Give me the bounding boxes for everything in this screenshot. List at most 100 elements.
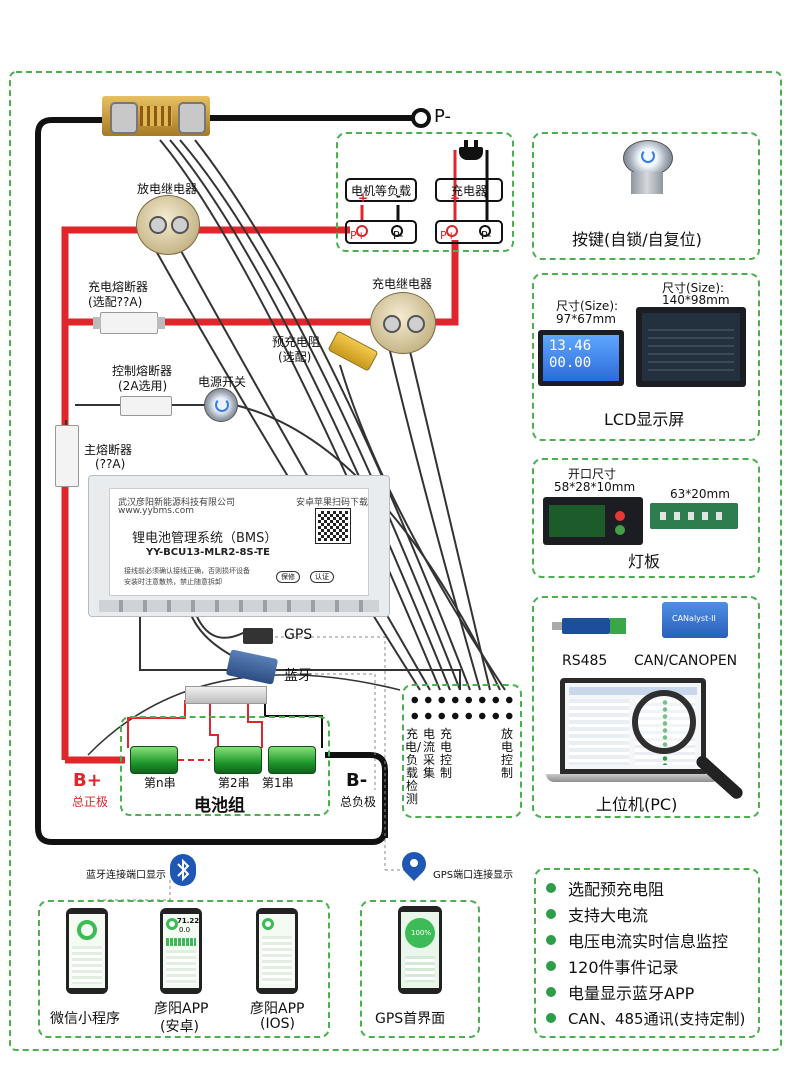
features-list: 选配预充电阻 支持大电流 电压电流实时信息监控 120件事件记录 电量显示蓝牙A… xyxy=(546,875,758,1031)
light-board-pcb xyxy=(650,503,738,529)
battery-pack-group xyxy=(120,716,330,816)
feature-item: 电压电流实时信息监控 xyxy=(546,927,758,953)
bms-warning-1: 接线前必须确认接线正确，否则损坏设备 xyxy=(124,567,250,575)
b-plus-label: B+ xyxy=(73,770,102,791)
feature-dot-icon xyxy=(546,883,556,893)
bms-model: YY-BCU13-MLR2-8S-TE xyxy=(146,547,270,558)
android-value-2: 0.0 xyxy=(179,926,191,934)
motor-load-title: 电机等负载 xyxy=(350,184,411,198)
shunt-bolt-left xyxy=(110,102,138,134)
label-charge-load-detect: 充电/负载检测 xyxy=(405,727,422,806)
charge-fuse-label-2: (选配??A) xyxy=(88,295,143,309)
can-device-text: CANalyst-II xyxy=(672,614,716,623)
bluetooth-icon xyxy=(170,854,196,886)
cell-n-label: 第n串 xyxy=(144,776,176,790)
current-shunt xyxy=(102,96,210,136)
feature-item: 120件事件记录 xyxy=(546,953,758,979)
laptop-base xyxy=(546,774,720,782)
charger-minus-sign: - xyxy=(484,189,489,203)
gps-label: GPS xyxy=(284,627,313,643)
shunt-bolt-right xyxy=(178,102,206,134)
push-button-icon xyxy=(621,140,673,196)
battery-cell-n xyxy=(130,746,178,774)
bms-label-card: 武汉彦阳新能源科技有限公司 www.yybms.com 安卓苹果扫码下载 锂电池… xyxy=(109,488,369,596)
can-device: CANalyst-II xyxy=(662,602,728,638)
pc-label: 上位机(PC) xyxy=(596,795,678,814)
lcd-small-current: 00.00 xyxy=(549,355,592,371)
charger-p-minus: P- xyxy=(481,229,492,242)
feature-item: 电量显示蓝牙APP xyxy=(546,979,758,1005)
connector-pins xyxy=(408,692,516,724)
bms-badge-2: 认证 xyxy=(310,571,334,583)
bms-scan-text: 安卓苹果扫码下载 xyxy=(296,498,369,508)
button-label: 按键(自锁/自复位) xyxy=(572,230,702,249)
control-fuse xyxy=(120,396,172,416)
lcd-small-size-1: 尺寸(Size): xyxy=(556,299,619,313)
discharge-relay xyxy=(136,195,200,255)
lcd-small-size-2: 97*67mm xyxy=(556,312,616,326)
lcd-small-voltage: 13.46 xyxy=(549,338,592,354)
motor-p-minus: P- xyxy=(393,229,404,242)
bms-connector-strip xyxy=(99,600,379,612)
shunt-bars xyxy=(140,106,172,126)
charger-p-plus: P+ xyxy=(440,229,456,242)
can-label: CAN/CANOPEN xyxy=(634,653,738,669)
light-open-size-2: 58*28*10mm xyxy=(554,480,636,494)
bms-badge-1: 保修 xyxy=(276,571,300,583)
android-label-1: 彦阳APP xyxy=(154,1001,209,1017)
light-board-label: 灯板 xyxy=(628,552,661,571)
bms-title: 锂电池管理系统（BMS） xyxy=(132,531,278,546)
charge-relay-wire xyxy=(430,240,459,326)
app-panel xyxy=(38,900,330,1038)
wechat-label: 微信小程序 xyxy=(50,1011,120,1027)
charger-title: 充电器 xyxy=(450,184,487,198)
bt-port-label: 蓝牙连接端口显示 xyxy=(86,870,166,881)
charger-plug-icon xyxy=(458,140,484,162)
feature-dot-icon xyxy=(546,961,556,971)
light-board-panel xyxy=(532,458,760,578)
rs485-label: RS485 xyxy=(562,653,608,669)
power-switch-icon[interactable] xyxy=(204,388,238,422)
charger-plus-sign: + xyxy=(450,191,461,205)
rs485-adapter xyxy=(552,614,626,638)
features-panel xyxy=(534,868,760,1038)
label-charge-control: 充电控制 xyxy=(439,727,452,780)
lcd-large-device xyxy=(636,307,746,387)
bms-unit: 武汉彦阳新能源科技有限公司 www.yybms.com 安卓苹果扫码下载 锂电池… xyxy=(88,475,390,617)
charger-terminal-box: P+ P- xyxy=(435,220,503,244)
gps-pin-icon xyxy=(397,847,431,884)
feature-dot-icon xyxy=(546,935,556,945)
control-fuse-label-1: 控制熔断器 xyxy=(112,364,173,378)
lcd-large-size-2: 140*98mm xyxy=(662,293,730,307)
connector-block xyxy=(402,684,522,818)
light-open-size-1: 开口尺寸 xyxy=(568,467,617,481)
lcd-large-size-1: 尺寸(Size): xyxy=(662,281,725,295)
label-discharge-control: 放电控制 xyxy=(500,727,513,780)
motor-terminal-box: P+ P- xyxy=(345,220,417,244)
p-minus-label: P- xyxy=(434,106,451,127)
discharge-relay-label: 放电继电器 xyxy=(137,182,198,196)
android-label-2: (安卓) xyxy=(160,1019,199,1035)
control-fuse-label-2: (2A选用) xyxy=(118,379,168,393)
bluetooth-label: 蓝牙 xyxy=(284,668,312,684)
phone-android: 71.22 0.0 xyxy=(160,908,202,994)
main-fuse-label-2: (??A) xyxy=(95,457,126,471)
bms-website: www.yybms.com xyxy=(118,506,195,516)
ios-label-2: (IOS) xyxy=(260,1016,295,1032)
gps-port-label: GPS端口连接显示 xyxy=(433,870,514,881)
motor-load-box: 电机等负载 xyxy=(345,178,417,202)
feature-item: 选配预充电阻 xyxy=(546,875,758,901)
cell-1-label: 第1串 xyxy=(262,776,294,790)
feature-item: 支持大电流 xyxy=(546,901,758,927)
motor-plus-sign: + xyxy=(358,191,369,205)
outer-frame xyxy=(9,71,782,1051)
light-small-size: 63*20mm xyxy=(670,487,730,501)
b-minus-label: B- xyxy=(346,770,368,791)
android-value-1: 71.22 xyxy=(177,917,200,925)
battery-cell-1 xyxy=(268,746,316,774)
battery-pack-label: 电池组 xyxy=(194,796,245,816)
phone-ios xyxy=(256,908,298,994)
ios-label-1: 彦阳APP xyxy=(250,1001,305,1017)
precharge-label-1: 预充电阻 xyxy=(272,335,321,349)
